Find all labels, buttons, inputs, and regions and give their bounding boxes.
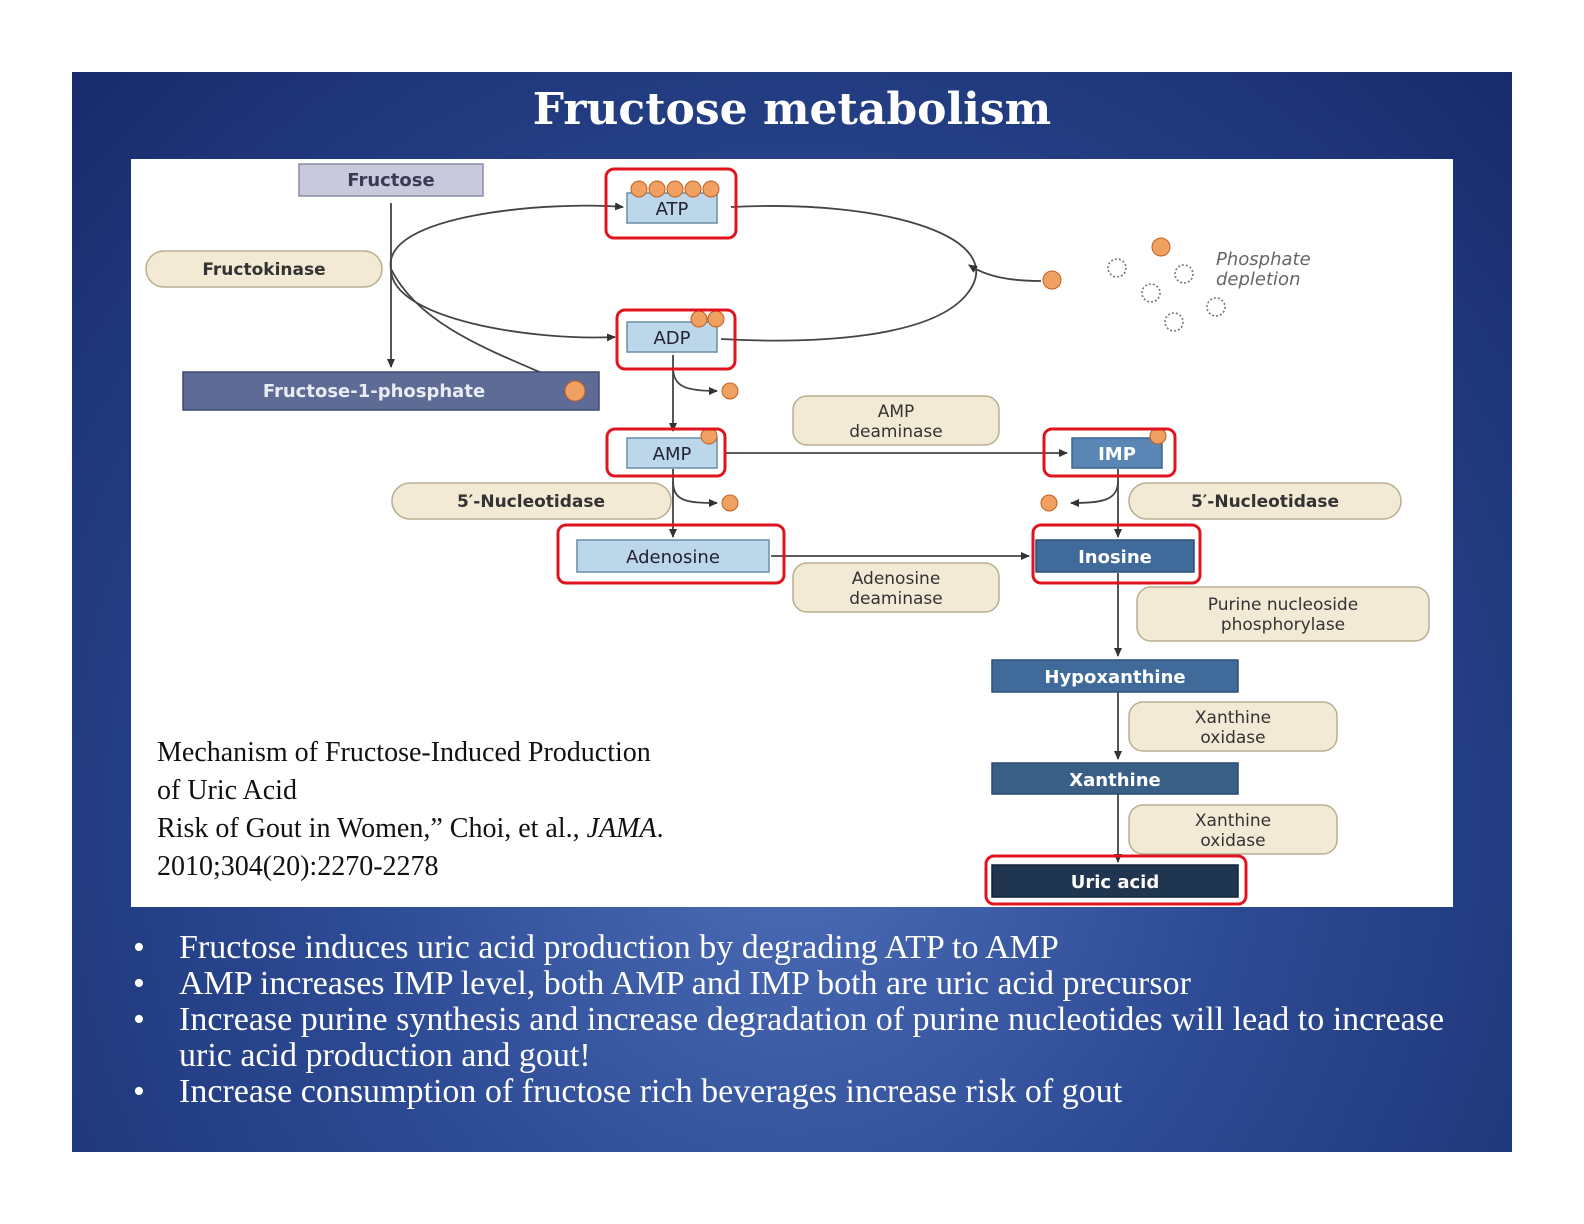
highlight-amp [605, 427, 727, 478]
svg-text:5′-Nucleotidase: 5′-Nucleotidase [457, 492, 605, 512]
svg-text:deaminase: deaminase [849, 422, 942, 442]
svg-text:depletion: depletion [1216, 269, 1300, 290]
enzyme-fructokinase: Fructokinase [145, 250, 383, 288]
svg-text:Purine nucleoside: Purine nucleoside [1208, 595, 1358, 615]
enzyme-5-nucleotidase-left: 5′-Nucleotidase [391, 482, 672, 520]
svg-text:Fructose-1-phosphate: Fructose-1-phosphate [263, 381, 485, 402]
slide: Fructose metabolism [72, 72, 1512, 1152]
enzyme-purine-nucleoside-phosphorylase: Purine nucleoside phosphorylase [1136, 586, 1430, 642]
caption-citation: Risk of Gout in Women,” Choi, et al., [157, 813, 587, 844]
pathway-arrows [387, 202, 1122, 863]
svg-text:AMP: AMP [878, 402, 915, 422]
svg-text:Xanthine: Xanthine [1195, 811, 1271, 831]
node-hypoxanthine: Hypoxanthine [991, 659, 1239, 693]
svg-text:deaminase: deaminase [849, 589, 942, 609]
phosphate-icon-f1p [564, 380, 586, 402]
highlight-adenosine [556, 523, 786, 585]
atp-regeneration-loop [720, 205, 977, 342]
highlight-atp [604, 167, 738, 240]
svg-text:5′-Nucleotidase: 5′-Nucleotidase [1191, 492, 1339, 512]
svg-text:Phosphate: Phosphate [1216, 249, 1311, 270]
svg-text:Adenosine: Adenosine [626, 547, 720, 568]
bullet-item: Fructose induces uric acid production by… [127, 930, 1497, 967]
svg-text:AMP: AMP [653, 444, 692, 465]
node-atp: ATP [604, 167, 738, 240]
node-uric-acid: Uric acid [984, 854, 1248, 906]
svg-text:Fructokinase: Fructokinase [202, 260, 325, 280]
node-xanthine: Xanthine [991, 762, 1239, 795]
highlight-inosine [1031, 523, 1202, 585]
highlight-adp [615, 308, 737, 371]
arrow-to-f1p-phosphate [390, 268, 568, 385]
fructose-pathway-diagram: Fructose Fructokinase ATP [145, 163, 1430, 906]
svg-text:ATP: ATP [656, 199, 689, 220]
highlight-imp [1042, 427, 1177, 478]
enzyme-xanthine-oxidase-2: Xanthine oxidase [1128, 804, 1338, 855]
svg-text:Adenosine: Adenosine [852, 569, 941, 589]
arrow-atp-consumed [390, 202, 624, 270]
bullet-item: Increase purine synthesis and increase d… [127, 1002, 1497, 1074]
phosphate-depletion-cluster: Phosphate depletion [1042, 237, 1311, 332]
enzyme-xanthine-oxidase-1: Xanthine oxidase [1128, 701, 1338, 752]
enzyme-amp-deaminase: AMP deaminase [792, 395, 1000, 446]
node-adenosine: Adenosine [556, 523, 786, 585]
figure-caption: Mechanism of Fructose-Induced Production… [157, 734, 797, 886]
svg-text:Uric acid: Uric acid [1071, 872, 1159, 893]
caption-period: . [656, 813, 664, 844]
highlight-uric-acid [984, 854, 1248, 906]
svg-text:oxidase: oxidase [1200, 831, 1265, 851]
enzyme-adenosine-deaminase: Adenosine deaminase [792, 562, 1000, 613]
caption-line-3: Risk of Gout in Women,” Choi, et al., JA… [157, 810, 797, 848]
bullet-item: Increase consumption of fructose rich be… [127, 1074, 1497, 1111]
svg-text:IMP: IMP [1098, 444, 1136, 465]
enzyme-5-nucleotidase-right: 5′-Nucleotidase [1128, 482, 1402, 520]
svg-text:oxidase: oxidase [1200, 728, 1265, 748]
slide-title: Fructose metabolism [532, 84, 1052, 135]
arrow-imp-release-p [1070, 480, 1119, 507]
caption-journal: JAMA [586, 813, 657, 844]
svg-text:ADP: ADP [653, 328, 690, 349]
svg-text:Hypoxanthine: Hypoxanthine [1044, 667, 1185, 688]
node-fructose-1-phosphate: Fructose-1-phosphate [182, 371, 600, 411]
node-adp: ADP [615, 308, 737, 371]
arrow-to-adp [390, 268, 616, 342]
released-phosphates [721, 382, 1058, 512]
node-fructose: Fructose [298, 163, 484, 197]
svg-text:Xanthine: Xanthine [1195, 708, 1271, 728]
svg-text:Xanthine: Xanthine [1069, 770, 1160, 791]
svg-text:phosphorylase: phosphorylase [1221, 615, 1345, 635]
caption-line-1: Mechanism of Fructose-Induced Production [157, 737, 651, 768]
phosphate-depletion-arrow [968, 264, 1042, 282]
node-inosine: Inosine [1031, 523, 1202, 585]
phosphate-icons-adp [690, 310, 725, 328]
svg-text:Fructose: Fructose [347, 170, 434, 191]
bullet-list: Fructose induces uric acid production by… [127, 930, 1497, 1111]
node-amp: AMP [605, 427, 727, 478]
caption-line-4: 2010;304(20):2270-2278 [157, 851, 439, 882]
bullet-item: AMP increases IMP level, both AMP and IM… [127, 966, 1497, 1003]
arrow-adp-release-p [672, 366, 718, 395]
caption-line-2: of Uric Acid [157, 775, 297, 806]
svg-text:Inosine: Inosine [1078, 547, 1152, 568]
phosphate-icons-atp [630, 180, 720, 198]
node-imp: IMP [1042, 427, 1177, 478]
arrow-amp-release-p [672, 480, 718, 507]
pathway-figure: Fructose Fructokinase ATP [131, 159, 1453, 907]
